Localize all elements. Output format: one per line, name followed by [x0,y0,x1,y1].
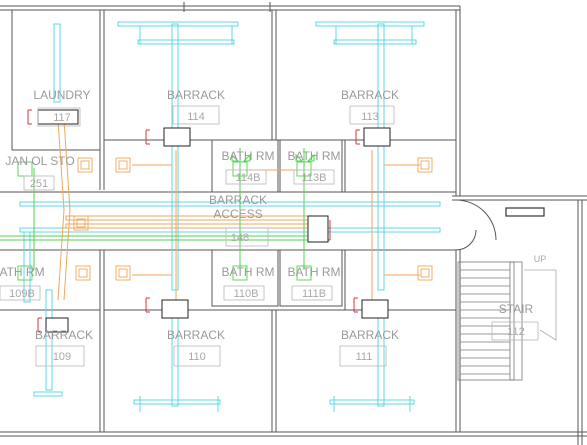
exhaust-ducts [0,148,320,270]
room-number-barrack-111: 111 [356,351,373,363]
room-name-janitor: JAN OL STO [5,154,74,168]
room-name-barrack-110: BARRACK [167,328,225,342]
room-name-bath-111b: BATH RM [287,265,340,279]
room-number-stair: 112 [507,326,525,338]
room-name-barrack-111: BARRACK [341,328,399,342]
room-number-laundry: 117 [53,112,71,124]
room-name-barrack-access-line2: ACCESS [213,207,262,221]
room-name-bath-114b: BATH RM [221,149,274,163]
stair [457,207,557,381]
room-name-stair: STAIR [499,302,534,316]
room-name-barrack-109: BARRACK [35,328,93,342]
equipment [27,109,391,333]
return-ducts [57,119,420,301]
room-number-barrack-113: 113 [361,111,379,123]
room-number-bath-110b: 110B [234,288,259,300]
room-number-barrack-109: 109 [53,351,71,363]
room-number-barrack-114: 114 [187,111,205,123]
room-number-barrack-110: 110 [188,351,206,363]
room-labels: LAUNDRY 117 BARRACK 114 BARRACK 113 JAN … [0,88,546,363]
room-name-bath-110b: BATH RM [221,265,274,279]
room-name-barrack-114: BARRACK [167,88,225,102]
room-name-barrack-113: BARRACK [341,88,399,102]
room-tags [0,105,539,367]
room-name-bath-109b: BATH RM [0,265,45,279]
room-number-bath-114b: 114B [236,172,261,184]
room-number-bath-111b: 111B [302,288,326,300]
room-name-barrack-access: BARRACK [209,193,267,207]
room-number-bath-113b: 113B [302,172,327,184]
room-number-bath-109b: 109B [9,288,35,300]
room-name-bath-113b: BATH RM [287,149,340,163]
room-number-access: 148 [231,232,249,244]
room-name-laundry: LAUNDRY [33,88,90,102]
diffusers [17,157,433,281]
stair-direction-label: UP [534,254,547,264]
room-number-janitor: 251 [30,178,48,190]
